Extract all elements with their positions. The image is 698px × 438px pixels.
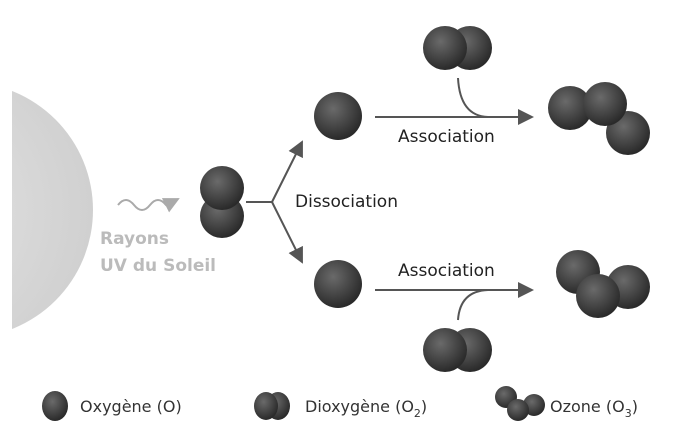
legend-dioxygen-label: Dioxygène (O2): [305, 397, 427, 420]
uv-wave-arrow-icon: [117, 198, 180, 213]
uv-label-line2: UV du Soleil: [100, 256, 216, 276]
sun: [12, 90, 93, 330]
legend: Oxygène (O) Dioxygène (O2) Ozone (O3): [42, 386, 638, 421]
legend-ozone-icon: [495, 386, 545, 421]
dioxygen-molecule: [200, 166, 244, 238]
oxygen-atom-top: [314, 92, 362, 140]
ozone-molecule-top: [548, 82, 650, 155]
legend-oxygen-label: Oxygène (O): [80, 397, 182, 416]
association-curve-top: [457, 77, 489, 118]
dioxygen-bottom: [423, 328, 492, 372]
association-label-bottom: Association: [398, 261, 495, 281]
uv-label-line1: Rayons: [100, 229, 169, 249]
dissociation-arrows: [246, 140, 303, 264]
association-curve-bottom: [457, 289, 489, 321]
legend-ozone-label: Ozone (O3): [550, 397, 638, 420]
legend-dioxygen-icon: [254, 392, 290, 420]
ozone-molecule-bottom: [556, 250, 650, 318]
dissociation-label: Dissociation: [295, 192, 398, 212]
dioxygen-top: [423, 26, 492, 70]
legend-oxygen-icon: [42, 391, 68, 421]
oxygen-atom-bottom: [314, 260, 362, 308]
association-label-top: Association: [398, 127, 495, 147]
